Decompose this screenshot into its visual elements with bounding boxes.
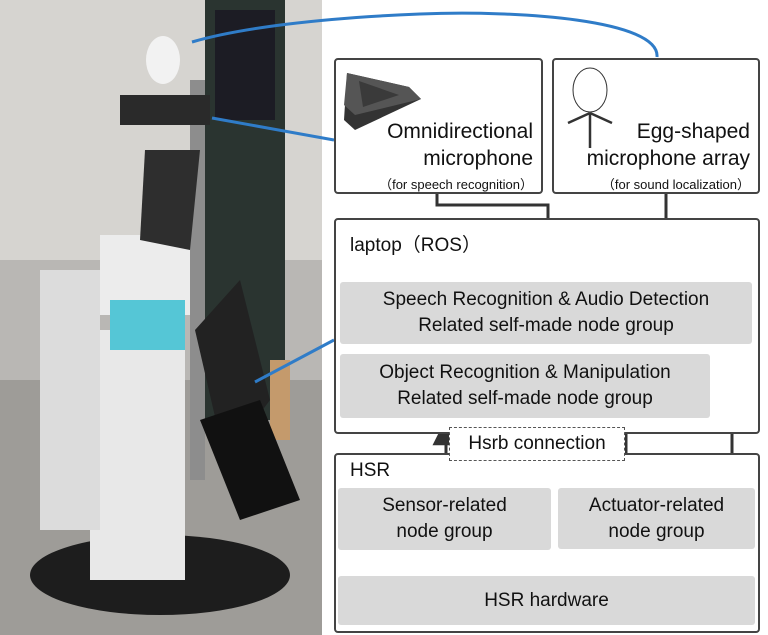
callout-laptop	[254, 338, 335, 384]
hsr-label: HSR	[350, 460, 391, 481]
hsr-hardware-node: HSR hardware	[338, 576, 755, 625]
hsrb-connection: Hsrb connection	[449, 427, 625, 461]
callout-egg	[191, 11, 659, 58]
laptop-label: laptop（ROS）	[350, 235, 481, 256]
egg-mic-subtitle: （for sound localization）	[601, 177, 750, 192]
callout-omni	[211, 116, 335, 142]
robot-photo	[0, 0, 322, 635]
omni-mic-icon	[344, 73, 421, 130]
omni-mic-subtitle: （for speech recognition）	[379, 177, 533, 192]
egg-mic-icon	[567, 67, 613, 148]
